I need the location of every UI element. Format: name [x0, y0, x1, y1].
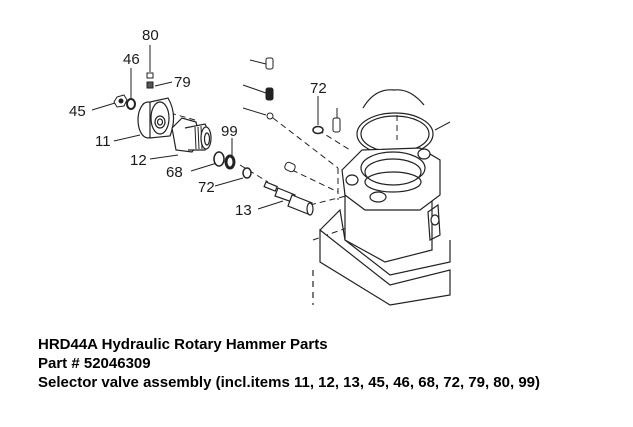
caption-part-number: Part # 52046309 — [38, 355, 151, 372]
part-valve-housing — [312, 89, 451, 306]
leader-11 — [113, 134, 141, 142]
callout-80: 80 — [142, 27, 159, 44]
callout-46: 46 — [123, 51, 140, 68]
leader-79 — [154, 81, 173, 87]
part-13-valve-spool — [263, 181, 314, 216]
part-99-washer — [224, 154, 236, 170]
caption-title: HRD44A Hydraulic Rotary Hammer Parts — [38, 336, 328, 353]
leader-12 — [149, 154, 179, 160]
callout-11: 11 — [95, 133, 111, 150]
leader-45 — [91, 102, 116, 111]
part-68-o-ring — [213, 151, 225, 167]
callout-12: 12 — [130, 152, 147, 169]
callout-99: 99 — [221, 123, 238, 140]
leader-72a — [214, 177, 244, 187]
callout-79: 79 — [174, 74, 191, 91]
part-72-o-ring — [242, 167, 252, 179]
callout-72-upper: 72 — [310, 80, 327, 97]
callout-72-lower: 72 — [198, 179, 215, 196]
leader-68 — [190, 162, 218, 172]
leader-13 — [257, 200, 284, 210]
part-12-hex-bushing — [171, 117, 212, 153]
part-46-washer — [126, 98, 136, 110]
exploded-parts-diagram: 80 46 79 45 11 12 68 99 72 13 72 — [69, 27, 451, 306]
part-80-79-pins — [146, 72, 154, 89]
part-check-valve-stack — [265, 57, 341, 173]
callout-68: 68 — [166, 164, 183, 181]
part-11-knob — [137, 97, 175, 139]
caption-description: Selector valve assembly (incl.items 11, … — [38, 374, 540, 391]
callout-45: 45 — [69, 103, 86, 120]
part-45-nut — [113, 94, 128, 108]
callout-13: 13 — [235, 202, 252, 219]
